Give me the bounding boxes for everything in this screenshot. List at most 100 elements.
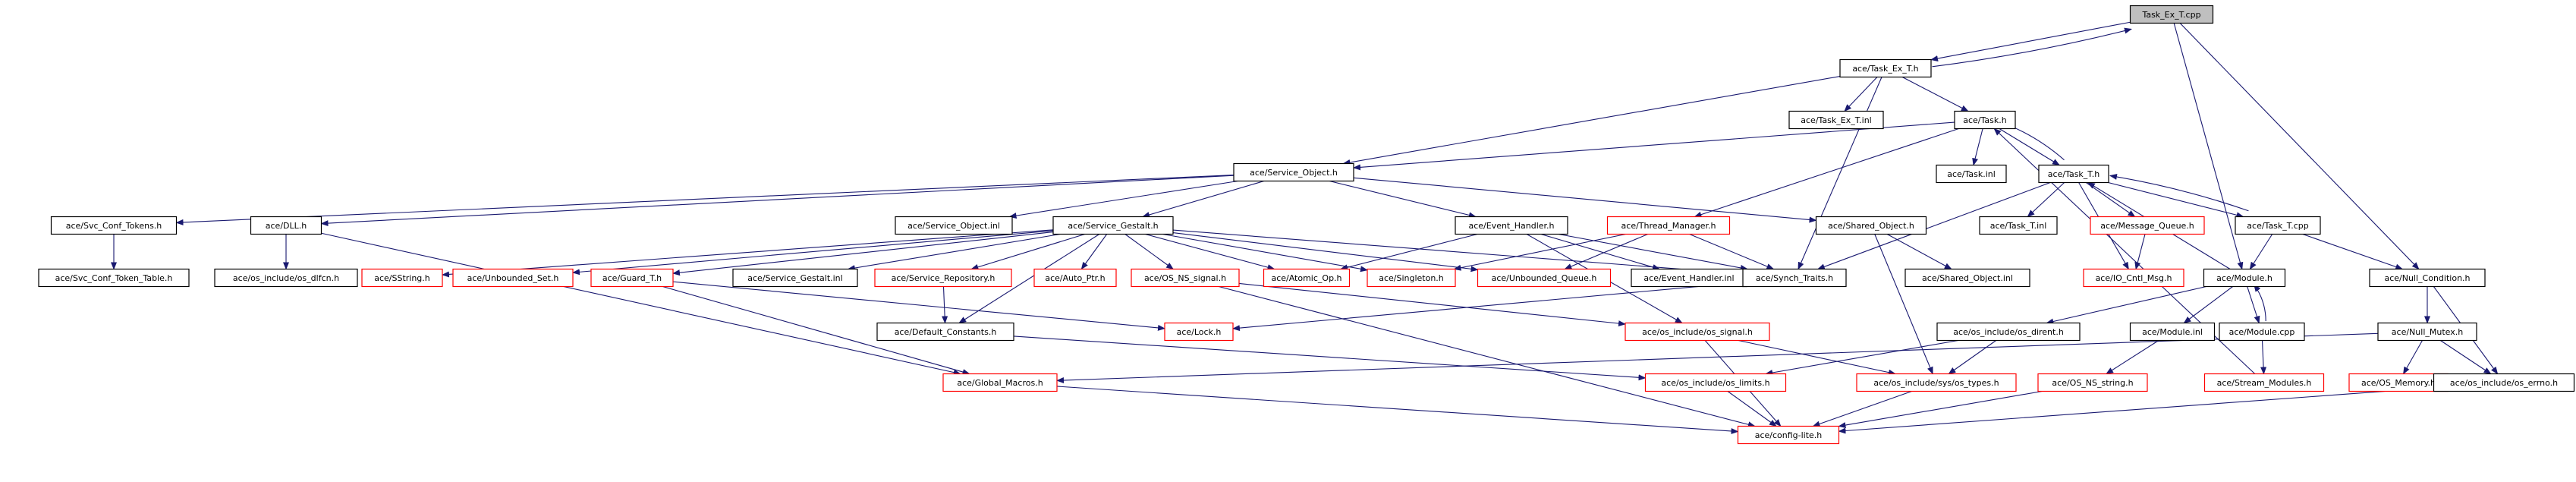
node-event-handler-inl[interactable]: ace/Event_Handler.inl bbox=[1631, 268, 1747, 288]
node-label: ace/Null_Condition.h bbox=[2384, 273, 2470, 283]
node-box bbox=[1606, 216, 1731, 235]
node-task-t-cpp[interactable]: ace/Task_T.cpp bbox=[2235, 216, 2321, 235]
node-os-ns-string-h[interactable]: ace/OS_NS_string.h bbox=[2037, 373, 2148, 392]
node-svc-conf-token-table-h[interactable]: ace/Svc_Conf_Token_Table.h bbox=[38, 268, 190, 288]
node-box bbox=[2129, 322, 2216, 342]
node-box bbox=[1233, 162, 1354, 182]
node-auto-ptr-h[interactable]: ace/Auto_Ptr.h bbox=[1033, 268, 1117, 288]
node-service-object-h[interactable]: ace/Service_Object.h bbox=[1233, 162, 1354, 182]
node-box bbox=[1839, 58, 1932, 78]
node-os-signal-h[interactable]: ace/os_include/os_signal.h bbox=[1625, 322, 1770, 342]
edge-thread_manager_h-to-singleton_h bbox=[1453, 233, 1626, 271]
node-global-macros-h[interactable]: ace/Global_Macros.h bbox=[942, 373, 1058, 392]
node-atomic-op-h[interactable]: ace/Atomic_Op.h bbox=[1263, 268, 1351, 288]
node-os-dirent-h[interactable]: ace/os_include/os_dirent.h bbox=[1936, 322, 2081, 342]
edge-service_object_h-to-event_handler_h bbox=[1329, 180, 1477, 219]
edge-service_gestalt_h-to-atomic_op_h bbox=[1145, 233, 1275, 271]
edge-service_gestalt_h-to-service_repository_h bbox=[970, 233, 1085, 270]
node-box bbox=[452, 268, 574, 288]
node-label: ace/Module.h bbox=[2216, 273, 2272, 283]
node-os-limits-h[interactable]: ace/os_include/os_limits.h bbox=[1644, 373, 1787, 392]
node-label: ace/Null_Mutex.h bbox=[2392, 327, 2463, 337]
node-os-ns-signal-h[interactable]: ace/OS_NS_signal.h bbox=[1131, 268, 1240, 288]
edge-module_inl-to-os_ns_string_h bbox=[2106, 340, 2159, 375]
node-label: ace/Task.inl bbox=[1947, 169, 1996, 179]
node-box bbox=[1936, 322, 2081, 342]
node-label: ace/Module.inl bbox=[2142, 327, 2203, 337]
edge-task_ex_t_h-to-task_ex_t_inl bbox=[1844, 77, 1878, 112]
node-module-h[interactable]: ace/Module.h bbox=[2203, 268, 2286, 288]
node-box bbox=[1052, 216, 1174, 235]
edge-null_mutex_h-to-os_memory_h bbox=[2403, 340, 2423, 375]
edge-module_h-to-os_dirent_h bbox=[2046, 285, 2206, 325]
node-os-errno-h[interactable]: ace/os_include/os_errno.h bbox=[2433, 373, 2575, 392]
node-svc-conf-tokens-h[interactable]: ace/Svc_Conf_Tokens.h bbox=[50, 216, 178, 235]
node-box bbox=[1263, 268, 1351, 288]
node-task-ex-t-cpp[interactable]: Task_Ex_T.cpp bbox=[2129, 5, 2214, 24]
node-box bbox=[2377, 322, 2477, 342]
edge-module_cpp-to-module_h bbox=[2254, 284, 2266, 322]
node-service-object-inl[interactable]: ace/Service_Object.inl bbox=[895, 216, 1013, 235]
node-label: ace/OS_Memory.h bbox=[2361, 378, 2436, 388]
node-os-memory-h[interactable]: ace/OS_Memory.h bbox=[2348, 373, 2449, 392]
edge-task_t_h-to-synch_traits_h bbox=[1816, 181, 2051, 270]
node-module-inl[interactable]: ace/Module.inl bbox=[2129, 322, 2216, 342]
node-lock-h[interactable]: ace/Lock.h bbox=[1164, 322, 1234, 342]
node-task-t-h[interactable]: ace/Task_T.h bbox=[2038, 164, 2109, 184]
edge-synch_traits_h-to-lock_h bbox=[1232, 282, 1744, 332]
edge-thread_manager_h-to-unbounded_queue_h bbox=[1564, 233, 1648, 270]
node-box bbox=[1742, 268, 1847, 288]
node-label: ace/SString.h bbox=[374, 273, 430, 283]
node-shared-object-h[interactable]: ace/Shared_Object.h bbox=[1815, 216, 1927, 235]
edge-event_handler_h-to-synch_traits_h bbox=[1558, 233, 1748, 271]
node-event-handler-h[interactable]: ace/Event_Handler.h bbox=[1455, 216, 1568, 235]
node-singleton-h[interactable]: ace/Singleton.h bbox=[1367, 268, 1456, 288]
edge-os_dirent_h-to-os_limits_h bbox=[1765, 339, 1958, 376]
node-task-inl[interactable]: ace/Task.inl bbox=[1936, 164, 2007, 184]
node-box bbox=[876, 322, 1014, 342]
edge-task_ex_t_cpp-to-null_condition_h bbox=[2179, 23, 2420, 270]
node-guard-t-h[interactable]: ace/Guard_T.h bbox=[590, 268, 674, 288]
edge-service_gestalt_h-to-sstring_h bbox=[442, 229, 1054, 278]
node-default-constants-h[interactable]: ace/Default_Constants.h bbox=[876, 322, 1014, 342]
node-task-t-inl[interactable]: ace/Task_T.inl bbox=[1979, 216, 2058, 235]
node-config-lite-h[interactable]: ace/config-lite.h bbox=[1737, 425, 1840, 445]
node-null-mutex-h[interactable]: ace/Null_Mutex.h bbox=[2377, 322, 2477, 342]
node-dll-h[interactable]: ace/DLL.h bbox=[250, 216, 322, 235]
node-os-dlfcn-h[interactable]: ace/os_include/os_dlfcn.h bbox=[214, 268, 358, 288]
edge-service_object_h-to-dll_h bbox=[320, 175, 1235, 227]
node-null-condition-h[interactable]: ace/Null_Condition.h bbox=[2369, 268, 2486, 288]
edge-service_gestalt_h-to-auto_ptr_h bbox=[1080, 234, 1108, 270]
edge-task_t_cpp-to-null_condition_h bbox=[2302, 233, 2404, 270]
edge-service_object_h-to-service_gestalt_h bbox=[1142, 180, 1265, 218]
node-unbounded-queue-h[interactable]: ace/Unbounded_Queue.h bbox=[1477, 268, 1612, 288]
node-os-types-h[interactable]: ace/os_include/sys/os_types.h bbox=[1856, 373, 2017, 392]
node-box bbox=[50, 216, 178, 235]
node-label: ace/Synch_Traits.h bbox=[1756, 273, 1833, 283]
node-label: ace/IO_Cntl_Msg.h bbox=[2096, 273, 2172, 283]
node-thread-manager-h[interactable]: ace/Thread_Manager.h bbox=[1606, 216, 1731, 235]
node-service-repository-h[interactable]: ace/Service_Repository.h bbox=[874, 268, 1012, 288]
node-unbounded-set-h[interactable]: ace/Unbounded_Set.h bbox=[452, 268, 574, 288]
edge-task_h-to-thread_manager_h bbox=[1694, 128, 1959, 218]
node-io-cntl-msg-h[interactable]: ace/IO_Cntl_Msg.h bbox=[2083, 268, 2184, 288]
node-task-h[interactable]: ace/Task.h bbox=[1954, 110, 2016, 130]
node-box bbox=[2038, 164, 2109, 184]
node-task-ex-t-inl[interactable]: ace/Task_Ex_T.inl bbox=[1788, 110, 1884, 130]
node-label: ace/os_include/sys/os_types.h bbox=[1873, 378, 1999, 388]
node-module-cpp[interactable]: ace/Module.cpp bbox=[2219, 322, 2305, 342]
node-task-ex-t-h[interactable]: ace/Task_Ex_T.h bbox=[1839, 58, 1932, 78]
node-stream-modules-h[interactable]: ace/Stream_Modules.h bbox=[2203, 373, 2325, 392]
node-message-queue-h[interactable]: ace/Message_Queue.h bbox=[2090, 216, 2205, 235]
node-synch-traits-h[interactable]: ace/Synch_Traits.h bbox=[1742, 268, 1847, 288]
edge-task_t_cpp-to-task_t_h bbox=[2109, 173, 2249, 212]
node-shared-object-inl[interactable]: ace/Shared_Object.inl bbox=[1904, 268, 2030, 288]
node-box bbox=[2203, 268, 2286, 288]
edge-shared_object_h-to-os_types_h bbox=[1874, 234, 1933, 375]
node-label: ace/Service_Object.h bbox=[1250, 168, 1338, 178]
node-service-gestalt-inl[interactable]: ace/Service_Gestalt.inl bbox=[732, 268, 858, 288]
node-box bbox=[2129, 5, 2214, 24]
node-box bbox=[2235, 216, 2321, 235]
node-sstring-h[interactable]: ace/SString.h bbox=[361, 268, 443, 288]
node-service-gestalt-h[interactable]: ace/Service_Gestalt.h bbox=[1052, 216, 1174, 235]
